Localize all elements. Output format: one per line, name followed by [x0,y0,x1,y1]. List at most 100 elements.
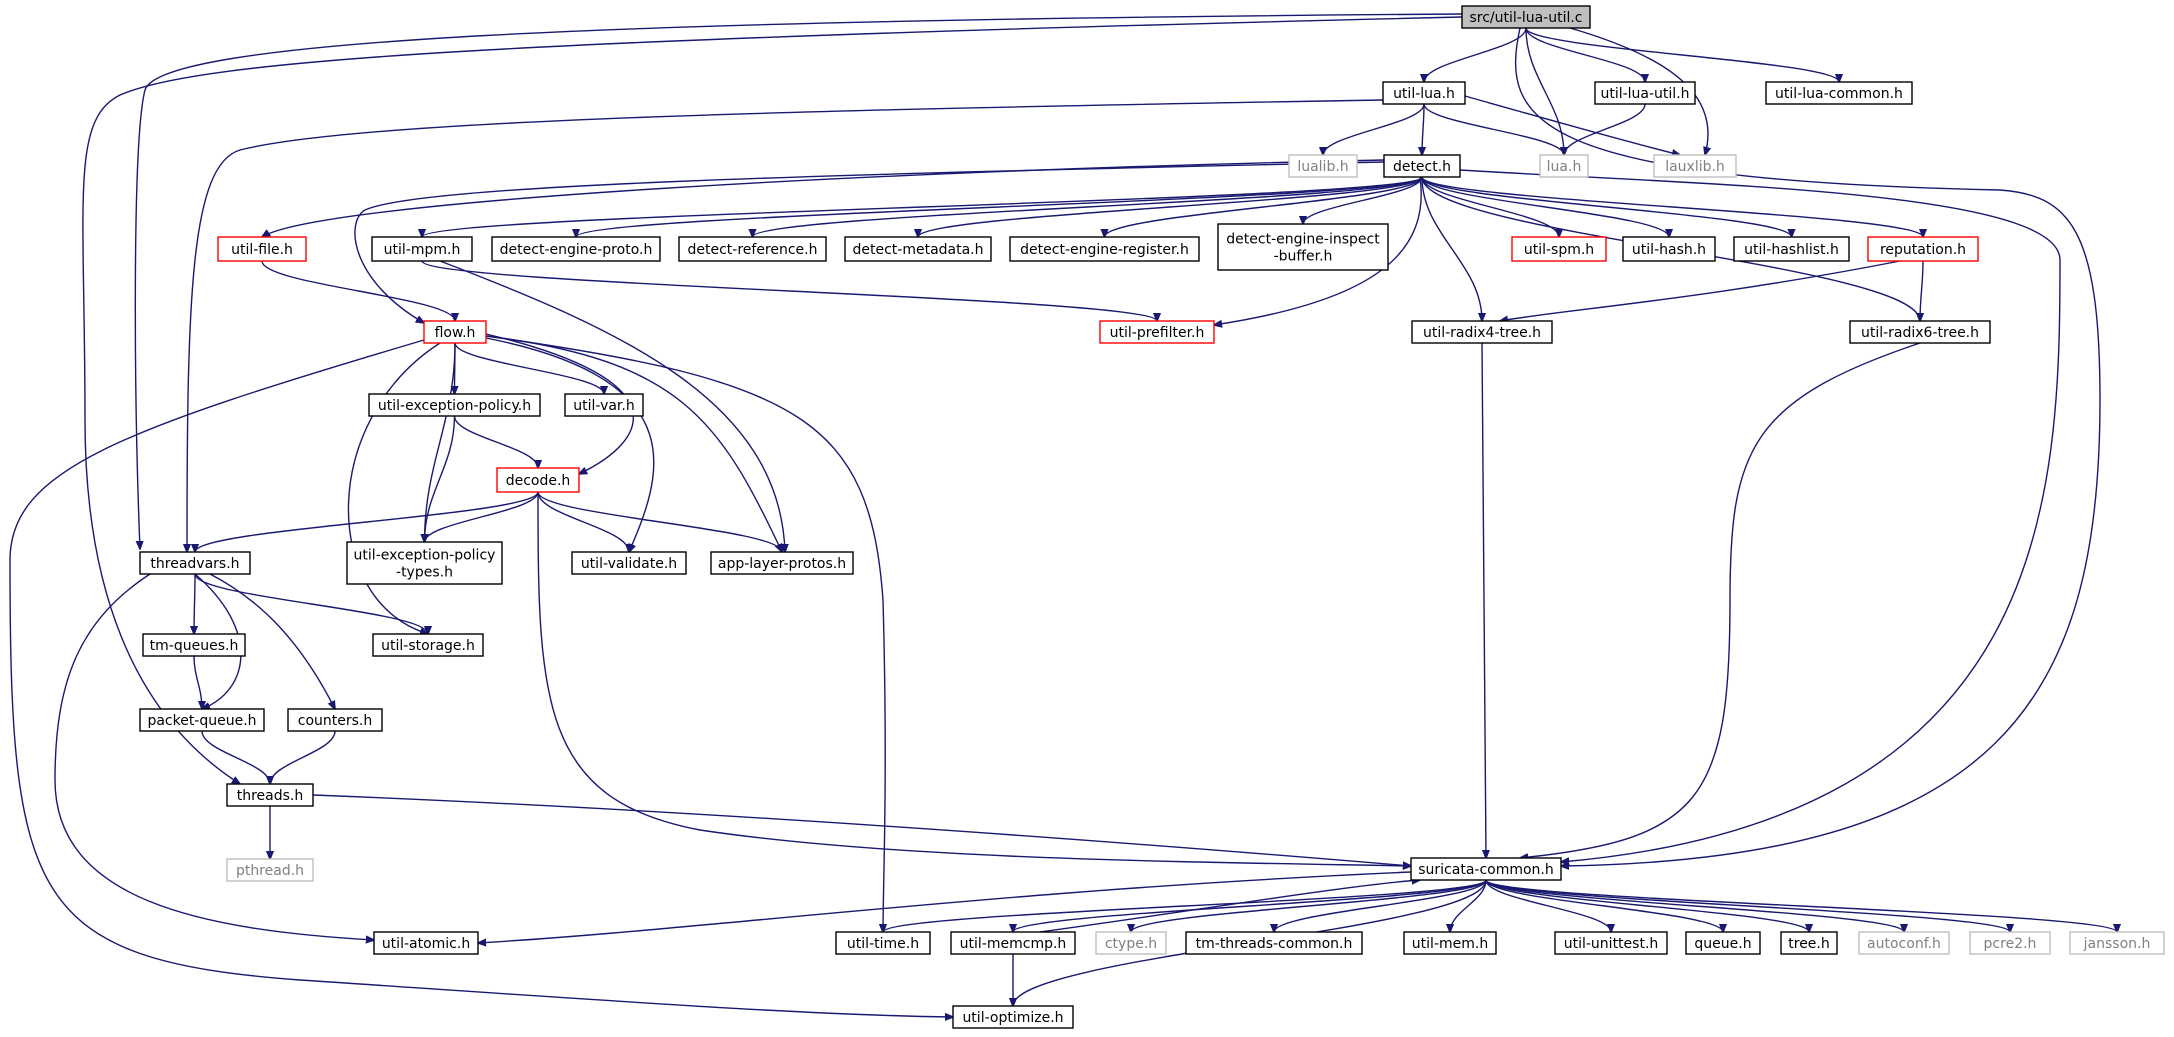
node-box[interactable] [346,541,503,585]
node-suricata-common[interactable]: suricata-common.h [1410,857,1562,881]
node-box[interactable] [844,236,992,262]
node-box[interactable] [1554,931,1668,955]
node-tm-threads-common[interactable]: tm-threads-common.h [1185,931,1363,955]
node-box[interactable] [1009,236,1200,262]
node-detect-engine-register[interactable]: detect-engine-register.h [1009,236,1200,262]
node-util-validate[interactable]: util-validate.h [571,551,687,575]
node-box[interactable] [491,236,661,262]
node-box[interactable] [571,551,687,575]
node-box[interactable] [1185,931,1363,955]
node-util-mem[interactable]: util-mem.h [1403,931,1497,955]
node-app-layer-protos[interactable]: app-layer-protos.h [710,551,854,575]
node-queue[interactable]: queue.h [1685,931,1761,955]
node-box[interactable] [287,708,383,732]
node-box[interactable] [1780,931,1838,955]
node-box[interactable] [1095,931,1167,955]
node-util-atomic[interactable]: util-atomic.h [373,931,479,955]
node-box[interactable] [1411,320,1553,344]
node-ctype[interactable]: ctype.h [1095,931,1167,955]
node-threads[interactable]: threads.h [226,783,314,807]
node-util-radix6-tree[interactable]: util-radix6-tree.h [1849,320,1991,344]
node-box[interactable] [1511,236,1607,262]
node-box[interactable] [950,931,1076,955]
node-detect[interactable]: detect.h [1383,154,1461,178]
node-util-hashlist[interactable]: util-hashlist.h [1733,236,1850,262]
node-detect-reference[interactable]: detect-reference.h [678,236,827,262]
node-box[interactable] [1382,81,1466,105]
node-box[interactable] [835,931,931,955]
node-lua[interactable]: lua.h [1539,154,1589,178]
node-util-optimize[interactable]: util-optimize.h [952,1005,1074,1029]
node-box[interactable] [1685,931,1761,955]
node-box[interactable] [1849,320,1991,344]
node-decode[interactable]: decode.h [496,467,580,493]
node-detect-engine-inspect-buffer[interactable]: detect-engine-inspect-buffer.h [1217,223,1389,271]
node-box[interactable] [1410,857,1562,881]
node-reputation[interactable]: reputation.h [1867,236,1979,262]
node-box[interactable] [2069,931,2165,955]
node-tm-queues[interactable]: tm-queues.h [142,633,246,657]
node-box[interactable] [1969,931,2051,955]
node-box[interactable] [217,236,307,262]
node-box[interactable] [1461,5,1591,29]
node-packet-queue[interactable]: packet-queue.h [139,708,265,732]
node-pcre2[interactable]: pcre2.h [1969,931,2051,955]
node-util-file[interactable]: util-file.h [217,236,307,262]
node-util-hash[interactable]: util-hash.h [1622,236,1716,262]
node-box[interactable] [1622,236,1716,262]
node-box[interactable] [1099,320,1215,344]
node-tree[interactable]: tree.h [1780,931,1838,955]
node-util-prefilter[interactable]: util-prefilter.h [1099,320,1215,344]
node-box[interactable] [371,236,473,262]
node-util-time[interactable]: util-time.h [835,931,931,955]
node-box[interactable] [496,467,580,493]
node-box[interactable] [1383,154,1461,178]
node-box[interactable] [678,236,827,262]
node-util-var[interactable]: util-var.h [564,393,644,417]
node-util-exception-policy-types[interactable]: util-exception-policy-types.h [346,541,503,585]
node-box[interactable] [952,1005,1074,1029]
node-root[interactable]: src/util-lua-util.c [1461,5,1591,29]
node-box[interactable] [1858,931,1950,955]
node-box[interactable] [139,708,265,732]
node-box[interactable] [1539,154,1589,178]
node-autoconf[interactable]: autoconf.h [1858,931,1950,955]
node-box[interactable] [1594,81,1696,105]
node-box[interactable] [368,393,541,417]
node-lualib[interactable]: lualib.h [1288,154,1358,178]
node-box[interactable] [710,551,854,575]
node-util-lua-common[interactable]: util-lua-common.h [1765,81,1913,105]
node-detect-engine-proto[interactable]: detect-engine-proto.h [491,236,661,262]
node-box[interactable] [226,858,314,882]
node-jansson[interactable]: jansson.h [2069,931,2165,955]
node-util-lua-util[interactable]: util-lua-util.h [1594,81,1696,105]
node-box[interactable] [372,633,484,657]
node-box[interactable] [1288,154,1358,178]
node-flow[interactable]: flow.h [423,320,487,344]
node-lauxlib[interactable]: lauxlib.h [1653,154,1737,178]
node-box[interactable] [1653,154,1737,178]
node-box[interactable] [1217,223,1389,271]
node-box[interactable] [564,393,644,417]
node-box[interactable] [142,633,246,657]
node-util-lua[interactable]: util-lua.h [1382,81,1466,105]
node-pthread[interactable]: pthread.h [226,858,314,882]
node-box[interactable] [423,320,487,344]
node-box[interactable] [226,783,314,807]
node-util-radix4-tree[interactable]: util-radix4-tree.h [1411,320,1553,344]
node-util-exception-policy[interactable]: util-exception-policy.h [368,393,541,417]
node-box[interactable] [1733,236,1850,262]
node-box[interactable] [139,551,251,575]
node-util-unittest[interactable]: util-unittest.h [1554,931,1668,955]
node-box[interactable] [1867,236,1979,262]
node-threadvars[interactable]: threadvars.h [139,551,251,575]
node-box[interactable] [373,931,479,955]
node-util-mpm[interactable]: util-mpm.h [371,236,473,262]
node-util-storage[interactable]: util-storage.h [372,633,484,657]
node-box[interactable] [1765,81,1913,105]
node-util-spm[interactable]: util-spm.h [1511,236,1607,262]
node-counters[interactable]: counters.h [287,708,383,732]
node-detect-metadata[interactable]: detect-metadata.h [844,236,992,262]
node-util-memcmp[interactable]: util-memcmp.h [950,931,1076,955]
node-box[interactable] [1403,931,1497,955]
